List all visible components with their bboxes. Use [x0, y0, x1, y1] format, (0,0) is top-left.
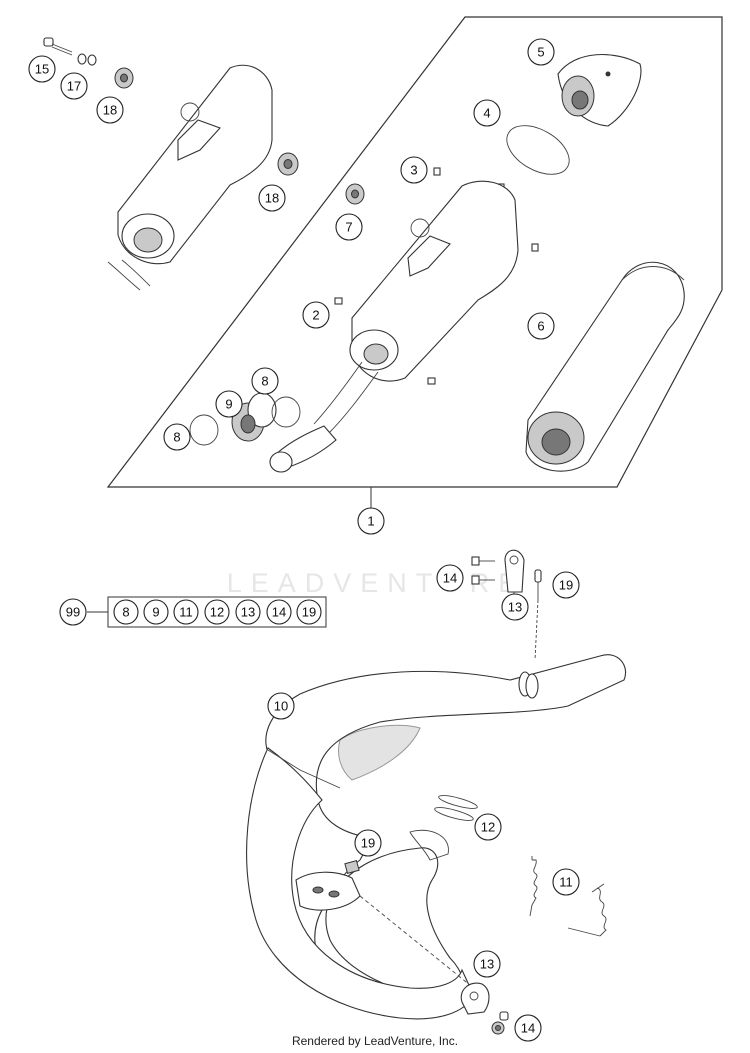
svg-text:1: 1 [367, 514, 374, 529]
svg-text:6: 6 [537, 319, 544, 334]
svg-text:3: 3 [410, 163, 417, 178]
kit-item-19[interactable]: 19 [296, 599, 322, 625]
svg-text:18: 18 [103, 103, 117, 118]
callout-13-top[interactable]: 13 [501, 593, 529, 621]
svg-text:4: 4 [483, 106, 490, 121]
callout-8-right[interactable]: 8 [251, 367, 279, 395]
callout-19-top[interactable]: 19 [552, 571, 580, 599]
callout-1[interactable]: 1 [357, 507, 385, 535]
svg-text:13: 13 [480, 957, 494, 972]
seal-rings-12 [434, 795, 478, 821]
bracket-13-bottom [460, 982, 490, 1015]
callout-2[interactable]: 2 [302, 301, 330, 329]
callout-13-bottom[interactable]: 13 [473, 950, 501, 978]
svg-text:11: 11 [559, 875, 573, 890]
callout-14-bottom[interactable]: 14 [514, 1014, 542, 1042]
kit-item-14[interactable]: 14 [266, 599, 292, 625]
svg-text:14: 14 [272, 605, 286, 620]
bolt-14-bottom [491, 1011, 509, 1035]
svg-text:12: 12 [210, 605, 224, 620]
callout-5[interactable]: 5 [527, 38, 555, 66]
callout-3[interactable]: 3 [400, 156, 428, 184]
svg-text:8: 8 [261, 374, 268, 389]
link-pipe [269, 425, 337, 473]
exploded-view-frame [106, 16, 723, 488]
svg-text:8: 8 [122, 605, 129, 620]
seal-ring-8-left [189, 414, 219, 446]
svg-text:5: 5 [537, 45, 544, 60]
svg-text:18: 18 [265, 191, 279, 206]
callout-10[interactable]: 10 [267, 692, 295, 720]
grommet-18-top [114, 67, 134, 89]
grommet-18-mid [277, 152, 299, 176]
svg-text:12: 12 [481, 820, 495, 835]
callout-19-bottom[interactable]: 19 [354, 829, 382, 857]
kit-item-8[interactable]: 8 [113, 599, 139, 625]
screw-2 [334, 297, 436, 385]
clip-19-top [534, 569, 542, 600]
callout-18-top[interactable]: 18 [96, 96, 124, 124]
exhaust-pipe-10 [246, 654, 626, 1020]
bracket-13-top [504, 549, 525, 593]
svg-text:14: 14 [443, 571, 457, 586]
callout-8-left[interactable]: 8 [163, 423, 191, 451]
callout-4[interactable]: 4 [473, 99, 501, 127]
svg-text:7: 7 [345, 220, 352, 235]
callout-11[interactable]: 11 [552, 868, 580, 896]
svg-text:13: 13 [241, 605, 255, 620]
springs-11 [529, 856, 607, 937]
footer-credit: Rendered by LeadVenture, Inc. [291, 1034, 459, 1048]
bolt-14-top [471, 556, 495, 585]
grommet-7 [345, 183, 365, 205]
svg-text:11: 11 [179, 605, 193, 620]
outer-sleeve-6 [525, 261, 685, 472]
svg-text:9: 9 [152, 605, 159, 620]
pipe-connector-9 [231, 392, 277, 442]
callout-6[interactable]: 6 [527, 312, 555, 340]
callout-15[interactable]: 15 [28, 55, 56, 83]
svg-text:10: 10 [274, 699, 288, 714]
svg-text:99: 99 [66, 605, 80, 620]
callout-14-top[interactable]: 14 [436, 564, 464, 592]
seal-ring-8-right [271, 396, 301, 428]
end-cap-5 [557, 54, 642, 127]
heat-shield [295, 871, 361, 911]
svg-text:2: 2 [312, 308, 319, 323]
svg-text:8: 8 [173, 430, 180, 445]
kit-item-13[interactable]: 13 [235, 599, 261, 625]
silencer-body [313, 180, 519, 435]
callout-99[interactable]: 99 [59, 598, 87, 626]
callout-7[interactable]: 7 [335, 213, 363, 241]
svg-text:19: 19 [302, 605, 316, 620]
callout-9[interactable]: 9 [215, 390, 243, 418]
callouts: 15 17 18 18 5 4 3 7 2 6 8 9 8 1 14 13 19… [28, 38, 580, 1042]
svg-text:19: 19 [559, 578, 573, 593]
svg-text:9: 9 [225, 397, 232, 412]
svg-text:17: 17 [67, 79, 81, 94]
svg-text:19: 19 [361, 836, 375, 851]
callout-12[interactable]: 12 [474, 813, 502, 841]
svg-text:15: 15 [35, 62, 49, 77]
assembled-silencer [107, 64, 273, 291]
kit-item-12[interactable]: 12 [204, 599, 230, 625]
svg-text:14: 14 [521, 1021, 535, 1036]
kit-item-9[interactable]: 9 [143, 599, 169, 625]
washer-17 [77, 53, 97, 66]
callout-18-mid[interactable]: 18 [258, 184, 286, 212]
callout-17[interactable]: 17 [60, 72, 88, 100]
o-ring-4 [506, 125, 570, 175]
kit-item-11[interactable]: 11 [173, 599, 199, 625]
bolt-15 [43, 37, 73, 56]
clip-19-bottom [344, 860, 360, 874]
svg-text:13: 13 [508, 600, 522, 615]
